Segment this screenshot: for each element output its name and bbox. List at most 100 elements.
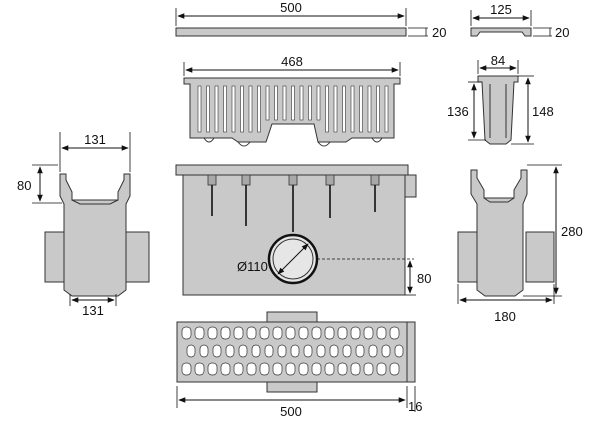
channel-top-flange bbox=[175, 164, 409, 176]
right-body-profile bbox=[470, 169, 528, 297]
dim-left-top-width: 131 bbox=[84, 132, 106, 147]
basket-slot bbox=[265, 85, 270, 121]
basket-slot bbox=[308, 85, 312, 121]
dim-basket-length: 468 bbox=[281, 54, 303, 69]
channel-rib-tab bbox=[370, 174, 380, 186]
grate-end-profile bbox=[470, 27, 532, 37]
grate-slot bbox=[233, 326, 244, 340]
grate-slot bbox=[220, 326, 231, 340]
basket-slot bbox=[197, 85, 202, 133]
grate-slot bbox=[389, 326, 400, 340]
grate-slot bbox=[394, 344, 404, 358]
basket-slot bbox=[367, 85, 372, 133]
grate-end-view: 125 20 bbox=[470, 2, 569, 40]
channel-side-view: Ø110 80 bbox=[175, 164, 431, 296]
basket-slot bbox=[316, 85, 321, 121]
grate-slot bbox=[298, 326, 309, 340]
outlet-inner-circle bbox=[272, 238, 314, 280]
dim-left-bottom-width: 131 bbox=[82, 303, 104, 318]
grate-slot bbox=[303, 344, 313, 358]
basket-end-view: 84 136 148 bbox=[447, 53, 554, 145]
grate-slot bbox=[329, 344, 339, 358]
basket-slot bbox=[240, 85, 244, 133]
grate-slot bbox=[246, 326, 257, 340]
right-outlet-stub bbox=[525, 231, 555, 283]
grate-plan-view: 500 16 bbox=[176, 311, 422, 419]
grate-slot bbox=[363, 362, 374, 376]
grate-slot bbox=[350, 362, 361, 376]
basket-slot bbox=[325, 85, 329, 133]
grate-slot bbox=[207, 362, 218, 376]
grate-slot bbox=[350, 326, 361, 340]
grate-slot bbox=[298, 362, 309, 376]
grate-slot bbox=[368, 344, 378, 358]
basket-slot bbox=[274, 85, 278, 121]
grate-slot bbox=[181, 326, 192, 340]
grate-slot bbox=[285, 326, 296, 340]
grate-slot bbox=[316, 344, 326, 358]
dim-outlet-height: 80 bbox=[417, 271, 431, 286]
dim-right-total-height: 280 bbox=[561, 224, 583, 239]
channel-rib-tab bbox=[241, 174, 251, 186]
basket-slot bbox=[376, 85, 380, 133]
dim-grate-end-thickness: 20 bbox=[555, 25, 569, 40]
grate-slots bbox=[181, 326, 404, 376]
left-end-view: 131 80 131 bbox=[17, 132, 150, 318]
grate-slot bbox=[194, 362, 205, 376]
grate-slot bbox=[251, 344, 261, 358]
channel-rib-tab bbox=[288, 174, 298, 186]
basket-slots bbox=[197, 85, 389, 133]
dim-basket-depth-outer: 148 bbox=[532, 104, 554, 119]
right-body-inner bbox=[483, 197, 515, 203]
dim-right-bottom-width: 180 bbox=[494, 309, 516, 324]
grate-slot bbox=[376, 326, 387, 340]
dim-grate-plan-offset: 16 bbox=[408, 399, 422, 414]
basket-slot bbox=[291, 85, 295, 121]
dim-grate-plan-length: 500 bbox=[280, 404, 302, 419]
basket-side-view: 468 bbox=[183, 54, 401, 147]
basket-slot bbox=[248, 85, 253, 133]
basket-slot bbox=[299, 85, 304, 121]
basket-end-profile bbox=[477, 75, 519, 145]
grate-side-profile bbox=[175, 27, 407, 37]
dim-grate-top-thickness: 20 bbox=[432, 25, 446, 40]
basket-slot bbox=[282, 85, 287, 121]
grate-slot bbox=[220, 362, 231, 376]
grate-slot bbox=[285, 362, 296, 376]
grate-slot bbox=[272, 326, 283, 340]
left-body-profile bbox=[59, 173, 131, 297]
basket-slot bbox=[231, 85, 236, 133]
grate-slot bbox=[259, 362, 270, 376]
basket-slot bbox=[333, 85, 338, 133]
grate-slot bbox=[194, 326, 205, 340]
grate-slot bbox=[381, 344, 391, 358]
dim-grate-top-length: 500 bbox=[280, 0, 302, 15]
grate-slot bbox=[355, 344, 365, 358]
grate-slot bbox=[290, 344, 300, 358]
basket-slot bbox=[359, 85, 363, 133]
grate-slot bbox=[342, 344, 352, 358]
channel-rib-tab bbox=[325, 174, 335, 186]
grate-slot bbox=[324, 326, 335, 340]
grate-slot bbox=[376, 362, 387, 376]
grate-slot bbox=[186, 344, 196, 358]
basket-slot bbox=[214, 85, 219, 133]
basket-slot bbox=[257, 85, 261, 133]
outlet-diameter-line bbox=[277, 243, 309, 275]
grate-slot bbox=[277, 344, 287, 358]
dim-basket-depth-inner: 136 bbox=[447, 104, 469, 119]
basket-slot bbox=[223, 85, 227, 133]
dim-outlet-diameter: Ø110 bbox=[237, 259, 268, 274]
grate-slot bbox=[337, 362, 348, 376]
grate-slot bbox=[212, 344, 222, 358]
left-body-inner bbox=[71, 199, 119, 205]
grate-slot bbox=[233, 362, 244, 376]
channel-end-lip bbox=[404, 174, 417, 198]
grate-slot bbox=[337, 326, 348, 340]
grate-slot bbox=[246, 362, 257, 376]
grate-slot bbox=[363, 326, 374, 340]
grate-slot bbox=[264, 344, 274, 358]
dim-grate-end-width: 125 bbox=[490, 2, 512, 17]
